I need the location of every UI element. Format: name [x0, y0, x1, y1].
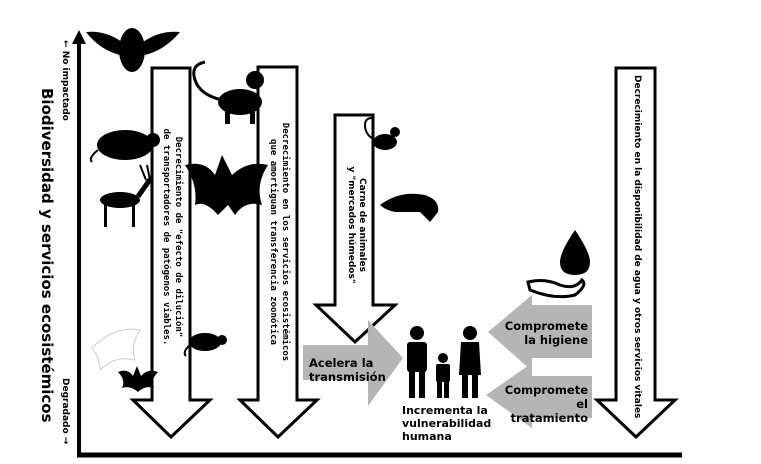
bat-icon [185, 155, 268, 215]
axis-bottom-label: Degradado → [60, 378, 70, 445]
arrow-services [236, 65, 321, 440]
monkey-icon-small [363, 117, 400, 150]
treatment-line2: el tratamiento [510, 397, 589, 425]
owl-icon [86, 28, 180, 72]
services-line2: que amortiguan transferencia zoonótica [268, 139, 278, 345]
center-line3: humana [402, 430, 452, 443]
pangolin-icon [380, 193, 439, 222]
gray-arrow-accelerates [303, 320, 403, 406]
hygiene-line2: la higiene [524, 333, 588, 347]
center-line1: Incrementa la [402, 404, 488, 417]
markets-line1: Carne de animales [357, 177, 367, 272]
treatment-label: Compromete el tratamiento [496, 383, 588, 425]
dilution-line2: de transportadores de patógenos viables. [161, 128, 171, 346]
axes [72, 30, 682, 458]
arrow-services-text: Decrecimiento en los servicios ecosistém… [267, 92, 291, 392]
arrow-dilution-text: Decrecimiento de "efecto de dilución" de… [160, 92, 184, 382]
water-drop-icon [560, 230, 590, 275]
accelerates-line2: transmisión [309, 370, 386, 384]
hygiene-label: Compromete la higiene [500, 319, 588, 347]
monkey-icon [192, 60, 264, 124]
treatment-line1: Compromete [504, 383, 588, 397]
axis-title: Biodiversidad y servicios ecosistémicos [38, 88, 56, 423]
arrow-markets-text: Carne de animales y "mercados húmedos" [345, 160, 367, 290]
axis-top-label-text: No impactado [60, 50, 70, 121]
rat-icon [89, 130, 160, 163]
bat-icon-small [118, 366, 158, 392]
rat-icon-small [183, 333, 227, 357]
arrow-water [593, 66, 679, 440]
dilution-line1: Decrecimiento de "efecto de dilución" [173, 136, 183, 338]
gray-arrow-hygiene [488, 295, 592, 371]
services-line1: Decrecimiento en los servicios ecosistém… [280, 122, 290, 362]
water-line1: Decrecimiento en la disponibilidad de ag… [632, 75, 642, 419]
people-icon [407, 326, 481, 398]
antelope-icon [100, 164, 152, 227]
markets-line2: y "mercados húmedos" [346, 166, 356, 284]
arrow-water-text: Decrecimiento en la disponibilidad de ag… [631, 75, 643, 419]
axis-top-label: ← No impactado [60, 40, 70, 121]
hygiene-line1: Compromete [504, 319, 588, 333]
center-label: Incrementa la vulnerabilidad humana [402, 404, 491, 443]
accelerates-label: Acelera la transmisión [309, 356, 386, 384]
arrow-markets [312, 113, 399, 345]
axis-bottom-label-text: Degradado [60, 378, 70, 434]
arrow-dilution [129, 66, 214, 440]
accelerates-line1: Acelera la [309, 356, 374, 370]
hand-icon [526, 277, 586, 299]
bat-outline-icon [91, 328, 141, 372]
gray-arrow-treatment [486, 363, 592, 428]
center-line2: vulnerabilidad [402, 417, 492, 430]
